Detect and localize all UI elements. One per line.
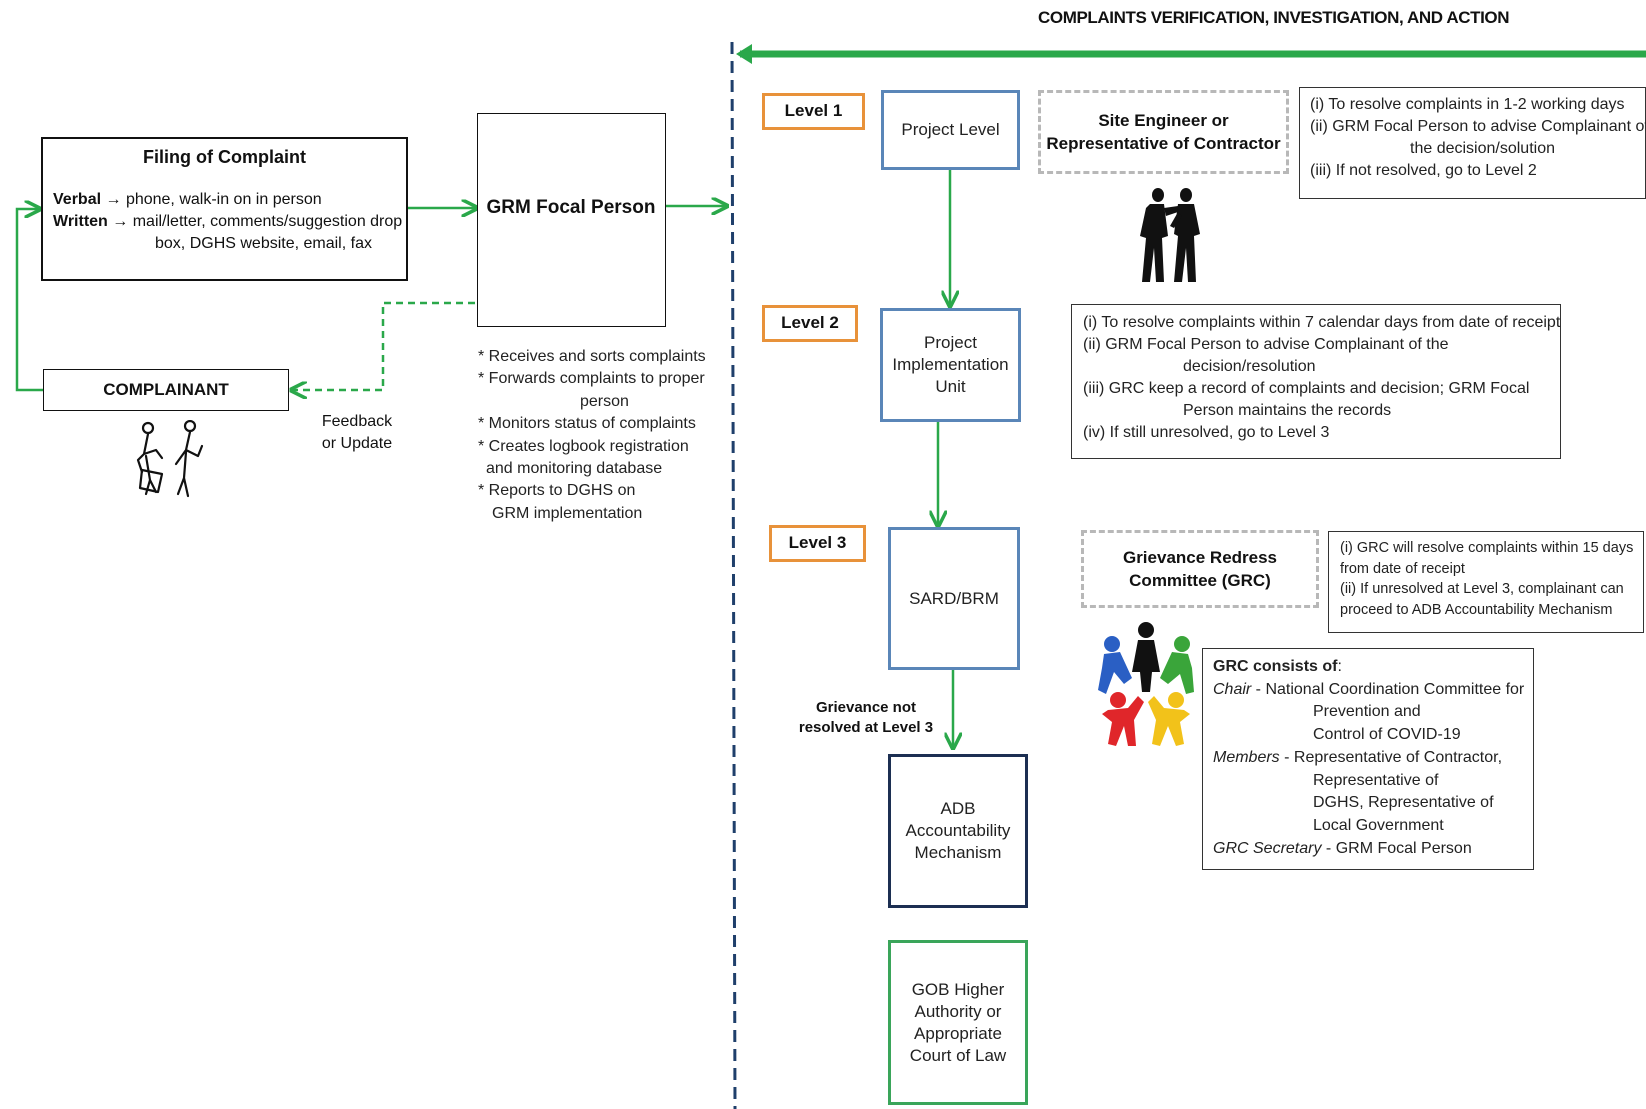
gob-line: Authority or	[914, 1001, 1002, 1021]
level-1-notes: (i) To resolve complaints in 1-2 working…	[1299, 87, 1646, 199]
verbal-label: Verbal	[53, 191, 102, 208]
members-label: Members	[1213, 748, 1280, 766]
duty-line: * Creates logbook registration	[478, 437, 689, 455]
filing-of-complaint-box: Filing of Complaint Verbal → phone, walk…	[41, 137, 408, 281]
members-text: - Representative of Contractor,	[1279, 748, 1503, 766]
duty-line: * Reports to DGHS on	[478, 482, 636, 500]
grm-focal-person-box: GRM Focal Person	[477, 113, 666, 327]
note-line: (i) To resolve complaints within 7 calen…	[1083, 314, 1561, 331]
adb-line: Accountability	[905, 821, 1011, 840]
note-line: (iv) If still unresolved, go to Level 3	[1083, 424, 1330, 441]
complainant-people-icon	[136, 420, 204, 498]
filing-title: Filing of Complaint	[143, 147, 306, 167]
duty-line: * Forwards complaints to proper	[478, 370, 705, 388]
level-1-label: Level 1	[762, 93, 865, 130]
note-line: (ii) GRM Focal Person to advise Complain…	[1310, 118, 1646, 135]
duty-line: * Monitors status of complaints	[478, 415, 696, 433]
level-2-notes: (i) To resolve complaints within 7 calen…	[1071, 304, 1561, 459]
adb-accountability-box: ADB Accountability Mechanism	[888, 754, 1028, 908]
level-3-notes: (i) GRC will resolve complaints within 1…	[1328, 531, 1644, 633]
level-2-label: Level 2	[762, 305, 858, 342]
note-line: proceed to ADB Accountability Mechanism	[1340, 601, 1613, 618]
handler-line: Grievance Redress	[1122, 548, 1278, 567]
section-divider	[730, 41, 737, 1109]
level-3-stage: SARD/BRM	[909, 588, 999, 608]
arrow-symbol: →	[112, 213, 129, 230]
stage-line: Implementation	[892, 355, 1009, 374]
filing-verbal-line: Verbal → phone, walk-in on in person	[53, 191, 322, 209]
gob-higher-authority-box: GOB Higher Authority or Appropriate Cour…	[888, 940, 1028, 1105]
verbal-text: phone, walk-in on in person	[125, 191, 322, 208]
level-1-stage-box: Project Level	[881, 90, 1020, 170]
grc-title-suffix: :	[1337, 658, 1342, 675]
level-3-handler-box: Grievance Redress Committee (GRC)	[1081, 530, 1319, 608]
chair-text-cont: Control of COVID-19	[1313, 726, 1461, 744]
arrow-symbol: →	[105, 191, 122, 208]
arrow-complainant-to-filing	[15, 209, 43, 392]
duty-line: and monitoring database	[486, 460, 663, 478]
stage-line: Unit	[935, 377, 966, 396]
page-title: COMPLAINTS VERIFICATION, INVESTIGATION, …	[1038, 8, 1510, 27]
handler-line: Committee (GRC)	[1129, 571, 1271, 590]
duty-line: person	[580, 392, 629, 410]
note-line: (i) To resolve complaints in 1-2 working…	[1310, 96, 1625, 113]
written-text-cont: box, DGHS website, email, fax	[155, 235, 372, 252]
level-2-stage-box: Project Implementation Unit	[880, 308, 1021, 422]
adb-line: Mechanism	[914, 843, 1002, 862]
level-3-label: Level 3	[769, 525, 866, 562]
two-people-talking-icon	[1140, 188, 1200, 282]
note-line: (ii) GRM Focal Person to advise Complain…	[1083, 336, 1449, 353]
note-line: decision/resolution	[1183, 358, 1316, 375]
level-1-handler-box: Site Engineer or Representative of Contr…	[1038, 90, 1289, 174]
members-text-cont: Representative of	[1313, 771, 1439, 789]
stage-line: Project	[924, 333, 977, 352]
handler-line: Site Engineer or	[1098, 111, 1229, 130]
feedback-label: Feedback or Update	[321, 413, 393, 452]
arrow-feedback-to-complainant	[291, 301, 475, 390]
gob-line: Court of Law	[909, 1045, 1007, 1065]
note-line: (ii) If unresolved at Level 3, complaina…	[1340, 581, 1624, 597]
note-line: from date of receipt	[1340, 560, 1465, 577]
grc-members-title: GRC consists of	[1213, 658, 1338, 675]
handler-line: Representative of Contractor	[1046, 134, 1281, 153]
members-text-cont: DGHS, Representative of	[1313, 794, 1494, 812]
duty-line: GRM implementation	[492, 504, 643, 522]
chair-text: - National Coordination Committee for	[1251, 680, 1525, 698]
secretary-text: - GRM Focal Person	[1321, 839, 1472, 857]
gob-line: Appropriate	[914, 1023, 1002, 1043]
top-flow-arrowhead	[736, 44, 752, 64]
secretary-label: GRC Secretary	[1213, 839, 1322, 857]
duty-line: * Receives and sorts complaints	[478, 348, 706, 365]
complainant-box: COMPLAINANT	[43, 369, 289, 411]
focal-person-duties: * Receives and sorts complaints * Forwar…	[478, 346, 706, 525]
note-line: (iii) If not resolved, go to Level 2	[1310, 162, 1537, 179]
grc-members-box: GRC consists of: Chair - National Coordi…	[1202, 648, 1534, 870]
chair-text-cont: Prevention and	[1313, 703, 1421, 721]
written-label: Written	[53, 213, 108, 230]
grievance-not-resolved-label: Grievance not resolved at Level 3	[798, 699, 934, 736]
grc-members-line: Members - Representative of Contractor,	[1213, 747, 1533, 770]
chair-label: Chair	[1213, 680, 1252, 698]
note-line: Person maintains the records	[1183, 402, 1392, 419]
grc-circle-of-people-icon	[1098, 622, 1194, 746]
note-line: (iii) GRC keep a record of complaints an…	[1083, 380, 1530, 397]
written-text: mail/letter, comments/suggestion drop	[132, 213, 403, 230]
filing-written-line: Written → mail/letter, comments/suggesti…	[53, 213, 402, 231]
level-1-stage: Project Level	[901, 120, 1000, 139]
gob-line: GOB Higher	[911, 979, 1005, 999]
level-3-stage-box: SARD/BRM	[888, 527, 1020, 670]
grc-secretary-line: GRC Secretary - GRM Focal Person	[1213, 838, 1533, 861]
note-line: the decision/solution	[1410, 140, 1555, 157]
members-text-cont: Local Government	[1313, 816, 1444, 834]
note-line: (i) GRC will resolve complaints within 1…	[1340, 540, 1634, 556]
grc-chair-line: Chair - National Coordination Committee …	[1213, 679, 1533, 702]
grc-members-title-line: GRC consists of:	[1213, 656, 1533, 679]
adb-line: ADB	[940, 799, 976, 818]
focal-person-title: GRM Focal Person	[486, 197, 656, 218]
